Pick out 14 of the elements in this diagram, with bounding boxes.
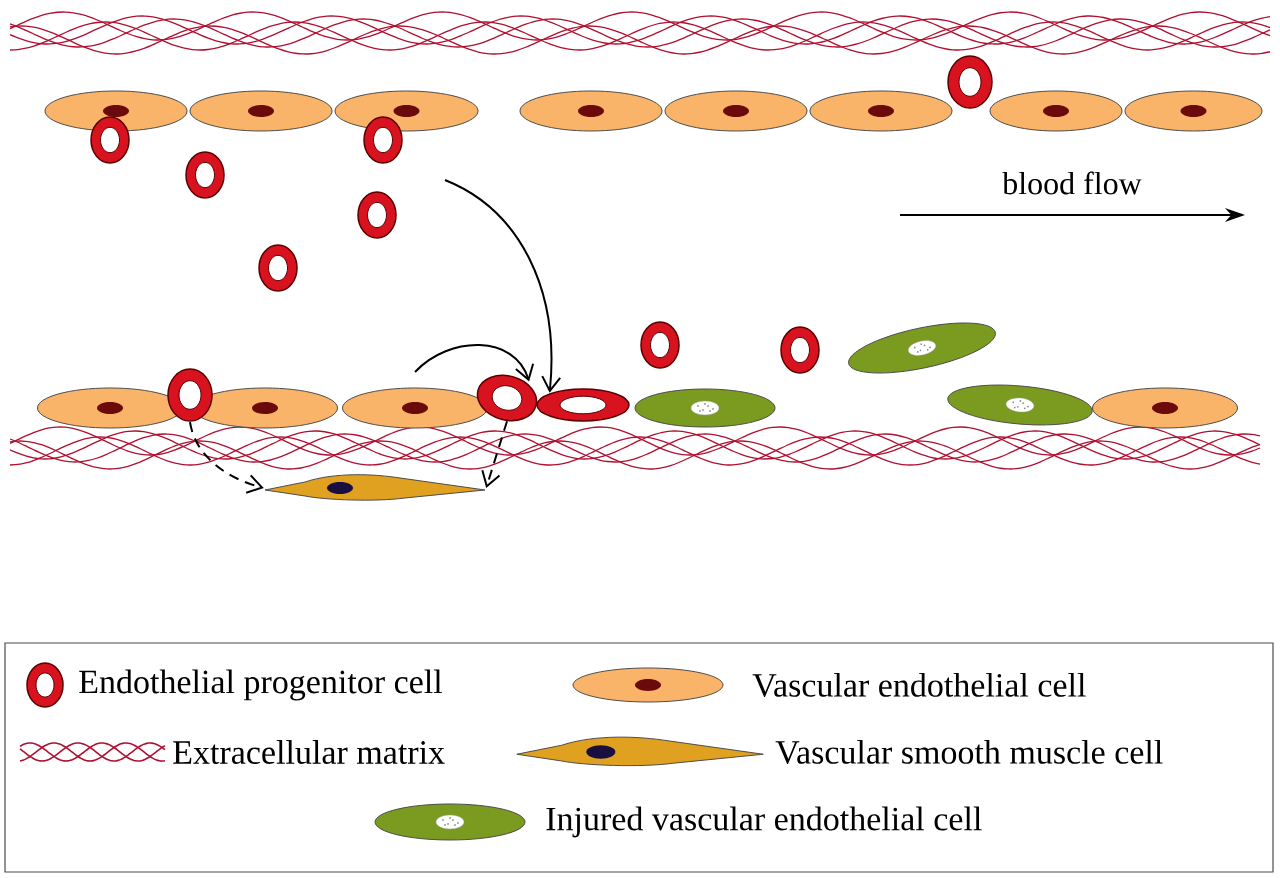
flow-label: blood flow bbox=[1002, 171, 1142, 195]
legend-label: Vascular endothelial cell bbox=[752, 672, 1086, 698]
arrow bbox=[481, 420, 508, 488]
progenitor-cell bbox=[167, 368, 213, 422]
legend-label: Vascular smooth muscle cell bbox=[775, 739, 1163, 765]
legend-label: Extracellular matrix bbox=[173, 740, 445, 764]
progenitor-cell bbox=[476, 374, 538, 422]
smooth-muscle-cell bbox=[264, 474, 486, 501]
legend-label: Endothelial progenitor cell bbox=[79, 669, 443, 701]
progenitor-cell bbox=[536, 388, 630, 422]
legend-label: Injured vascular endothelial cell bbox=[546, 806, 982, 838]
arrow bbox=[414, 344, 535, 382]
arrow bbox=[189, 421, 264, 494]
arrow bbox=[444, 179, 562, 393]
